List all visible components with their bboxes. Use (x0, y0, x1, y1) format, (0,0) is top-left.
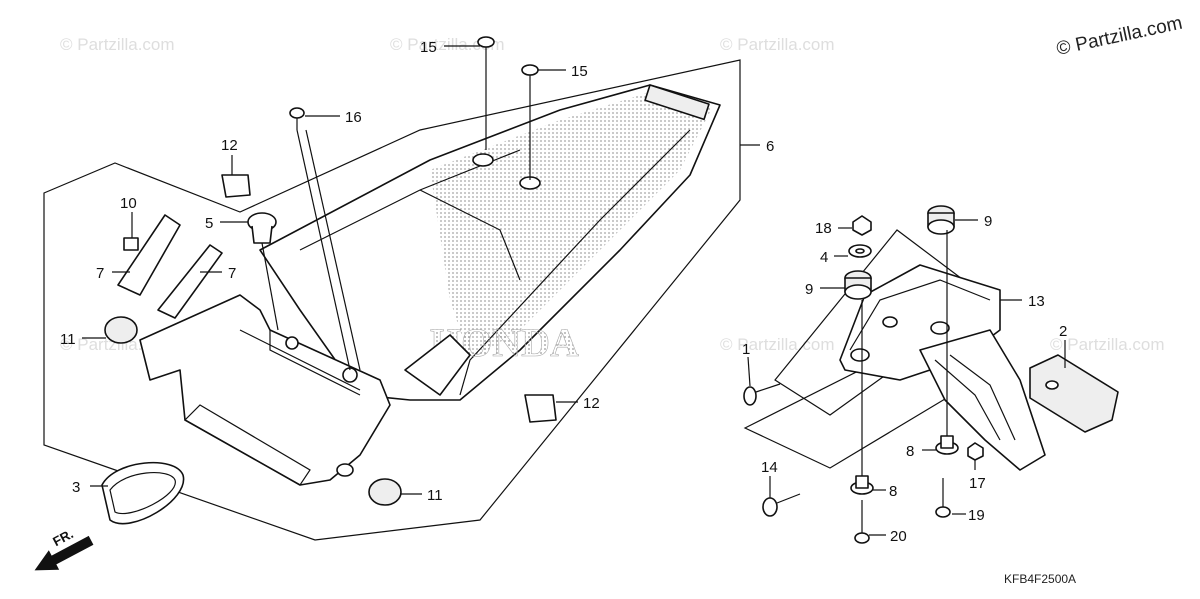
leader-lines-right (747, 219, 1066, 536)
callout-15: 15 (420, 39, 437, 56)
bolt-20 (854, 532, 870, 544)
rear-fender: HONDA (259, 84, 721, 401)
callout-14: 14 (761, 459, 778, 476)
watermark: © Partzilla.com (1050, 335, 1165, 354)
grommet-9 (927, 205, 955, 235)
bolt-15 (521, 64, 539, 88)
bolt-15 (477, 36, 495, 60)
callout-13: 13 (1028, 293, 1045, 310)
callout-5: 5 (205, 215, 213, 232)
callout-labels: 15 15 16 6 12 10 5 7 7 11 3 12 11 18 4 9… (60, 39, 1067, 545)
copyright-label: © Partzilla.com (1055, 13, 1185, 60)
front-direction-arrow: FR. (34, 526, 94, 571)
callout-20: 20 (890, 528, 907, 545)
diagram-code: KFB4F2500A (1004, 572, 1076, 586)
watermark: © Partzilla.com (60, 35, 175, 54)
callout-16: 16 (345, 109, 362, 126)
strap-parts (117, 214, 223, 319)
callout-9: 9 (984, 213, 992, 230)
part-10-pad (123, 237, 139, 251)
bolt-19 (935, 506, 951, 518)
watermark: © Partzilla.com (720, 335, 835, 354)
callout-9: 9 (805, 281, 813, 298)
callout-10: 10 (120, 195, 137, 212)
watermark: © Partzilla.com (390, 35, 505, 54)
bolt-1 (743, 386, 757, 406)
callout-4: 4 (820, 249, 828, 266)
callout-12: 12 (221, 137, 238, 154)
nut-17 (967, 442, 984, 461)
callout-18: 18 (815, 220, 832, 237)
seal-ring (101, 461, 185, 525)
inner-fender (139, 294, 471, 486)
callout-1: 1 (742, 341, 750, 358)
callout-12: 12 (583, 395, 600, 412)
clip-nut-12 (221, 174, 251, 198)
callout-19: 19 (968, 507, 985, 524)
watermark-group: © Partzilla.com © Partzilla.com © Partzi… (60, 35, 1165, 354)
bolt-16 (289, 107, 305, 130)
callout-7: 7 (228, 265, 236, 282)
callout-3: 3 (72, 479, 80, 496)
callout-8: 8 (906, 443, 914, 460)
callout-15: 15 (571, 63, 588, 80)
callout-8: 8 (889, 483, 897, 500)
callout-7: 7 (96, 265, 104, 282)
grommet-11 (368, 478, 402, 506)
callout-6: 6 (766, 138, 774, 155)
callout-11: 11 (60, 331, 76, 348)
callout-2: 2 (1059, 323, 1067, 340)
callout-11: 11 (427, 487, 443, 504)
part-5-grommet (247, 212, 277, 244)
license-bracket-assembly (743, 205, 1119, 544)
clip-nut-12 (524, 394, 557, 423)
grommet-11 (104, 316, 138, 344)
bolt-14 (762, 497, 778, 517)
watermark: © Partzilla.com (720, 35, 835, 54)
nut-18 (852, 215, 872, 236)
callout-17: 17 (969, 475, 986, 492)
leader-lines (82, 45, 760, 495)
grommet-9 (844, 270, 872, 300)
